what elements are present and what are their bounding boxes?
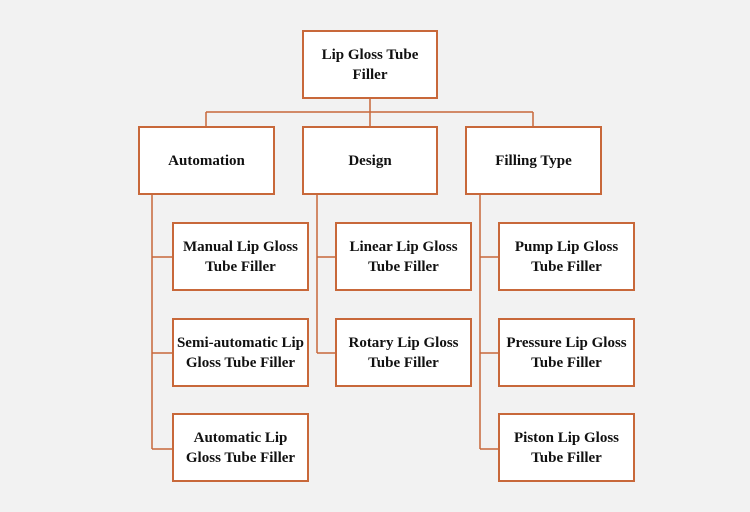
leaf-piston-filler: Piston Lip Gloss Tube Filler [498,413,635,482]
root-node: Lip Gloss Tube Filler [302,30,438,99]
category-design: Design [302,126,438,195]
category-filling-type: Filling Type [465,126,602,195]
leaf-rotary-filler: Rotary Lip Gloss Tube Filler [335,318,472,387]
leaf-pump-filler: Pump Lip Gloss Tube Filler [498,222,635,291]
category-automation: Automation [138,126,275,195]
leaf-automatic-filler: Automatic Lip Gloss Tube Filler [172,413,309,482]
leaf-pressure-filler: Pressure Lip Gloss Tube Filler [498,318,635,387]
leaf-manual-filler: Manual Lip Gloss Tube Filler [172,222,309,291]
leaf-linear-filler: Linear Lip Gloss Tube Filler [335,222,472,291]
leaf-semi-automatic-filler: Semi-automatic Lip Gloss Tube Filler [172,318,309,387]
